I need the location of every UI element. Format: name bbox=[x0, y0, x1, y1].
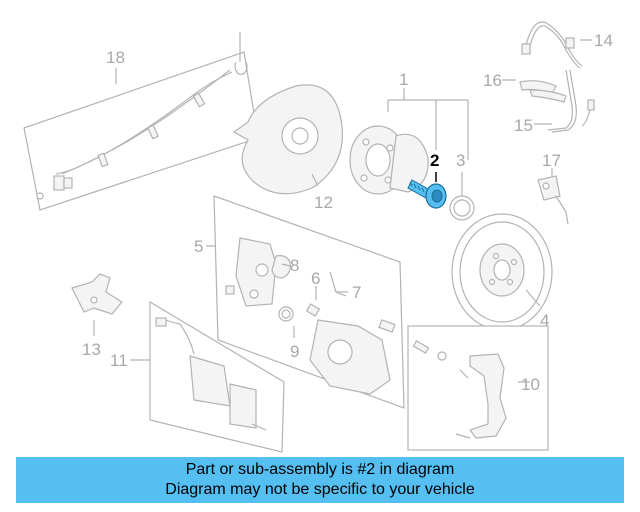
callout-5: 5 bbox=[194, 237, 203, 256]
parts-diagram: 1 2 3 4 5 6 7 8 9 10 11 12 13 14 15 16 1… bbox=[23, 21, 613, 453]
part-13-bracket[interactable] bbox=[71, 273, 123, 315]
callout-14: 14 bbox=[594, 31, 613, 50]
part-3-seal[interactable] bbox=[449, 195, 475, 221]
callout-9: 9 bbox=[290, 342, 299, 361]
callout-12: 12 bbox=[314, 193, 333, 212]
part-1-hub-assembly[interactable] bbox=[349, 88, 469, 195]
part-18-abs-sensor-group[interactable] bbox=[23, 32, 259, 211]
part-16-hose-clip[interactable] bbox=[519, 80, 567, 103]
part-10-caliper-carrier-panel[interactable] bbox=[407, 325, 549, 451]
callout-4: 4 bbox=[540, 311, 549, 330]
part-11-brake-pads-panel[interactable] bbox=[149, 300, 285, 453]
callout-15: 15 bbox=[514, 116, 533, 135]
part-14-brake-hose[interactable] bbox=[521, 21, 583, 69]
part-2-hub-bolt-highlighted[interactable] bbox=[407, 172, 447, 209]
callout-6: 6 bbox=[311, 269, 320, 288]
callout-1: 1 bbox=[399, 70, 408, 89]
callout-10: 10 bbox=[521, 375, 540, 394]
banner-line-part-info: Part or sub-assembly is #2 in diagram bbox=[185, 461, 455, 478]
part-12-splash-shield[interactable] bbox=[232, 84, 344, 195]
callout-13: 13 bbox=[82, 340, 101, 359]
callout-18: 18 bbox=[106, 48, 125, 67]
callout-17: 17 bbox=[542, 151, 561, 170]
callout-16: 16 bbox=[483, 71, 502, 90]
part-4-brake-rotor[interactable] bbox=[451, 213, 553, 331]
banner-line-disclaimer: Diagram may not be specific to your vehi… bbox=[165, 481, 475, 498]
callout-3: 3 bbox=[456, 151, 465, 170]
part-17-bracket[interactable] bbox=[537, 175, 569, 225]
callout-8: 8 bbox=[290, 256, 299, 275]
info-banner: Part or sub-assembly is #2 in diagram Di… bbox=[16, 457, 624, 503]
callout-11: 11 bbox=[110, 351, 128, 370]
part-15-brake-line[interactable] bbox=[547, 69, 595, 133]
part-5-caliper-assembly-panel[interactable] bbox=[213, 195, 405, 409]
callout-2: 2 bbox=[430, 151, 439, 170]
callout-7: 7 bbox=[352, 283, 361, 302]
